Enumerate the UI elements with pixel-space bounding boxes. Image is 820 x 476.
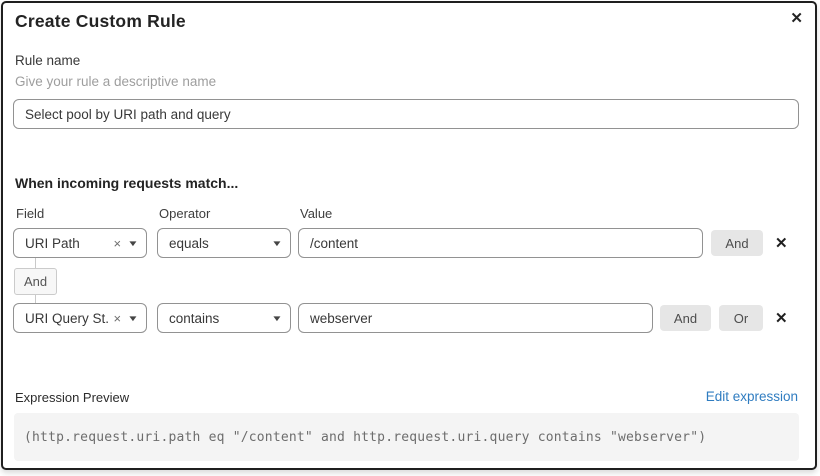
- operator-select[interactable]: equals ▼: [157, 228, 291, 258]
- expression-preview-label: Expression Preview: [15, 390, 130, 405]
- or-button[interactable]: Or: [719, 305, 763, 331]
- and-button[interactable]: And: [660, 305, 711, 331]
- remove-row-icon[interactable]: ✕: [775, 310, 788, 327]
- match-heading: When incoming requests match...: [15, 175, 239, 191]
- rule-name-label: Rule name: [15, 53, 81, 68]
- chevron-down-icon: ▼: [127, 238, 139, 248]
- connector-line: [35, 258, 36, 268]
- field-select-value: URI Path: [25, 235, 80, 251]
- connector-line: [35, 295, 36, 303]
- expression-code-block: (http.request.uri.path eq "/content" and…: [14, 413, 799, 461]
- connector-and-label: And: [24, 274, 48, 289]
- expression-code: (http.request.uri.path eq "/content" and…: [24, 429, 707, 445]
- value-column-label: Value: [300, 206, 333, 221]
- clear-field-icon[interactable]: ×: [113, 310, 122, 326]
- operator-column-label: Operator: [159, 206, 211, 221]
- close-icon[interactable]: ✕: [790, 10, 803, 27]
- remove-row-icon[interactable]: ✕: [775, 235, 788, 252]
- rule-name-input[interactable]: [13, 99, 799, 129]
- connector-and-badge: And: [14, 268, 58, 295]
- chevron-down-icon: ▼: [127, 313, 139, 323]
- value-input[interactable]: [298, 228, 703, 258]
- operator-select-value: equals: [169, 235, 209, 251]
- chevron-down-icon: ▼: [271, 238, 283, 248]
- dialog-title: Create Custom Rule: [15, 11, 186, 31]
- rule-name-hint: Give your rule a descriptive name: [15, 74, 217, 89]
- edit-expression-link[interactable]: Edit expression: [705, 389, 798, 404]
- field-select[interactable]: URI Query St... × ▼: [13, 303, 147, 333]
- field-column-label: Field: [16, 206, 45, 221]
- value-input[interactable]: [298, 303, 653, 333]
- field-select[interactable]: URI Path × ▼: [13, 228, 147, 258]
- clear-field-icon[interactable]: ×: [113, 235, 122, 251]
- operator-select[interactable]: contains ▼: [157, 303, 291, 333]
- field-select-value: URI Query St...: [25, 310, 110, 326]
- operator-select-value: contains: [169, 310, 220, 326]
- and-button[interactable]: And: [711, 230, 763, 256]
- chevron-down-icon: ▼: [271, 313, 283, 323]
